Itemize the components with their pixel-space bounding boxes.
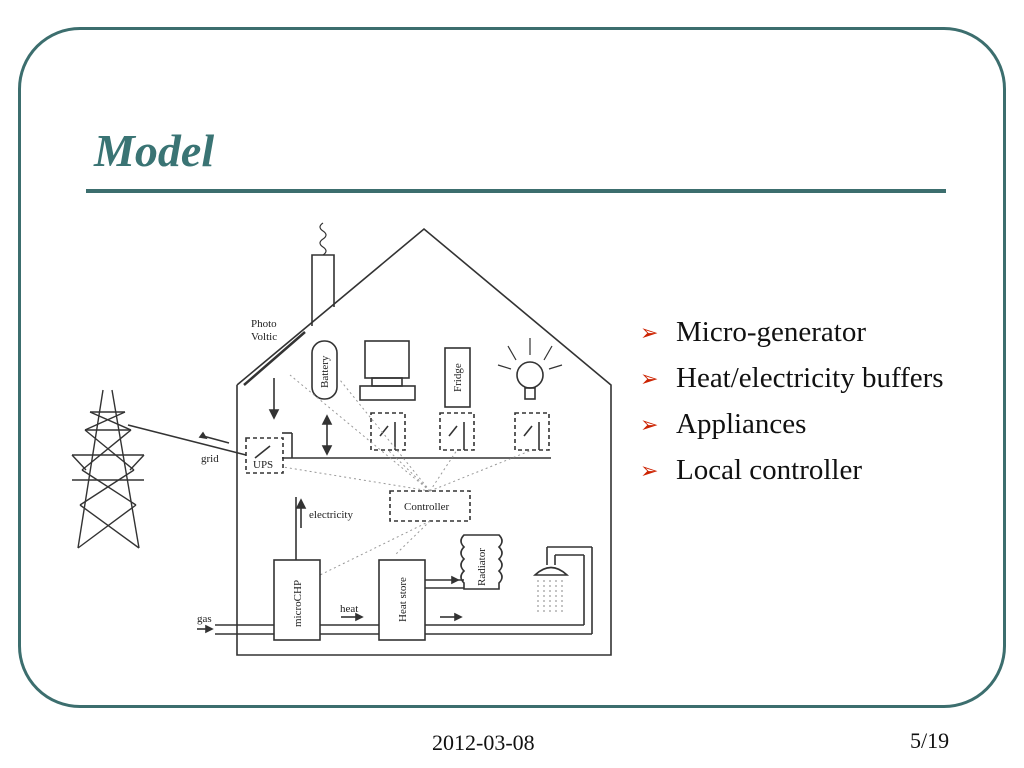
ups-box bbox=[245, 437, 284, 474]
page-number: 5/19 bbox=[910, 728, 950, 753]
battery bbox=[311, 340, 338, 400]
shower-head bbox=[532, 566, 570, 576]
bullet-text: Local controller bbox=[676, 454, 862, 486]
label-photo: Photo bbox=[251, 318, 277, 330]
title-rule bbox=[86, 189, 946, 193]
bullet-text: Appliances bbox=[676, 408, 807, 440]
slide-title: Model bbox=[94, 125, 215, 176]
bullet-text: Heat/electricity buffers bbox=[676, 362, 944, 394]
heat-store bbox=[378, 559, 426, 641]
bullet-list: ➢ Micro-generator ➢ Heat/electricity buffe… bbox=[640, 314, 946, 498]
computer-monitor bbox=[364, 340, 410, 379]
footer-date: 2012-03-08 bbox=[432, 730, 535, 755]
slide-frame bbox=[18, 27, 1006, 708]
radiator bbox=[460, 534, 503, 590]
label-grid: grid bbox=[201, 453, 219, 465]
label-fridge: Fridge bbox=[452, 363, 464, 392]
label-radiator: Radiator bbox=[476, 548, 488, 586]
bullet-arrow-icon: ➢ bbox=[640, 320, 659, 345]
bullet-item: ➢ Micro-generator bbox=[640, 314, 946, 350]
bullet-text: Micro-generator bbox=[676, 316, 867, 348]
label-heat: heat bbox=[340, 603, 358, 615]
bullet-item: ➢ Local controller bbox=[640, 452, 946, 488]
house-outline bbox=[236, 227, 612, 656]
label-battery: Battery bbox=[319, 355, 331, 388]
lamp bbox=[516, 361, 544, 389]
label-heat-store: Heat store bbox=[397, 577, 409, 622]
label-gas: gas bbox=[197, 613, 212, 625]
chimney bbox=[311, 254, 335, 326]
bullet-arrow-icon: ➢ bbox=[640, 412, 659, 437]
lamp-rays bbox=[497, 338, 563, 370]
bullet-item: ➢ Heat/electricity buffers bbox=[640, 360, 946, 396]
smoke bbox=[319, 222, 327, 256]
grid-wire bbox=[127, 424, 247, 456]
photovoltaic-panel bbox=[243, 331, 306, 386]
label-voltic: Voltic bbox=[251, 331, 277, 343]
bullet-item: ➢ Appliances bbox=[640, 406, 946, 442]
label-electricity: electricity bbox=[309, 509, 353, 521]
label-microchp: microCHP bbox=[292, 580, 304, 627]
microchp-unit bbox=[273, 559, 321, 641]
bullet-arrow-icon: ➢ bbox=[640, 366, 659, 391]
label-ups: UPS bbox=[253, 459, 273, 471]
bullet-arrow-icon: ➢ bbox=[640, 458, 659, 483]
transmission-tower bbox=[71, 389, 145, 549]
label-controller: Controller bbox=[404, 501, 450, 513]
fridge bbox=[444, 347, 471, 408]
